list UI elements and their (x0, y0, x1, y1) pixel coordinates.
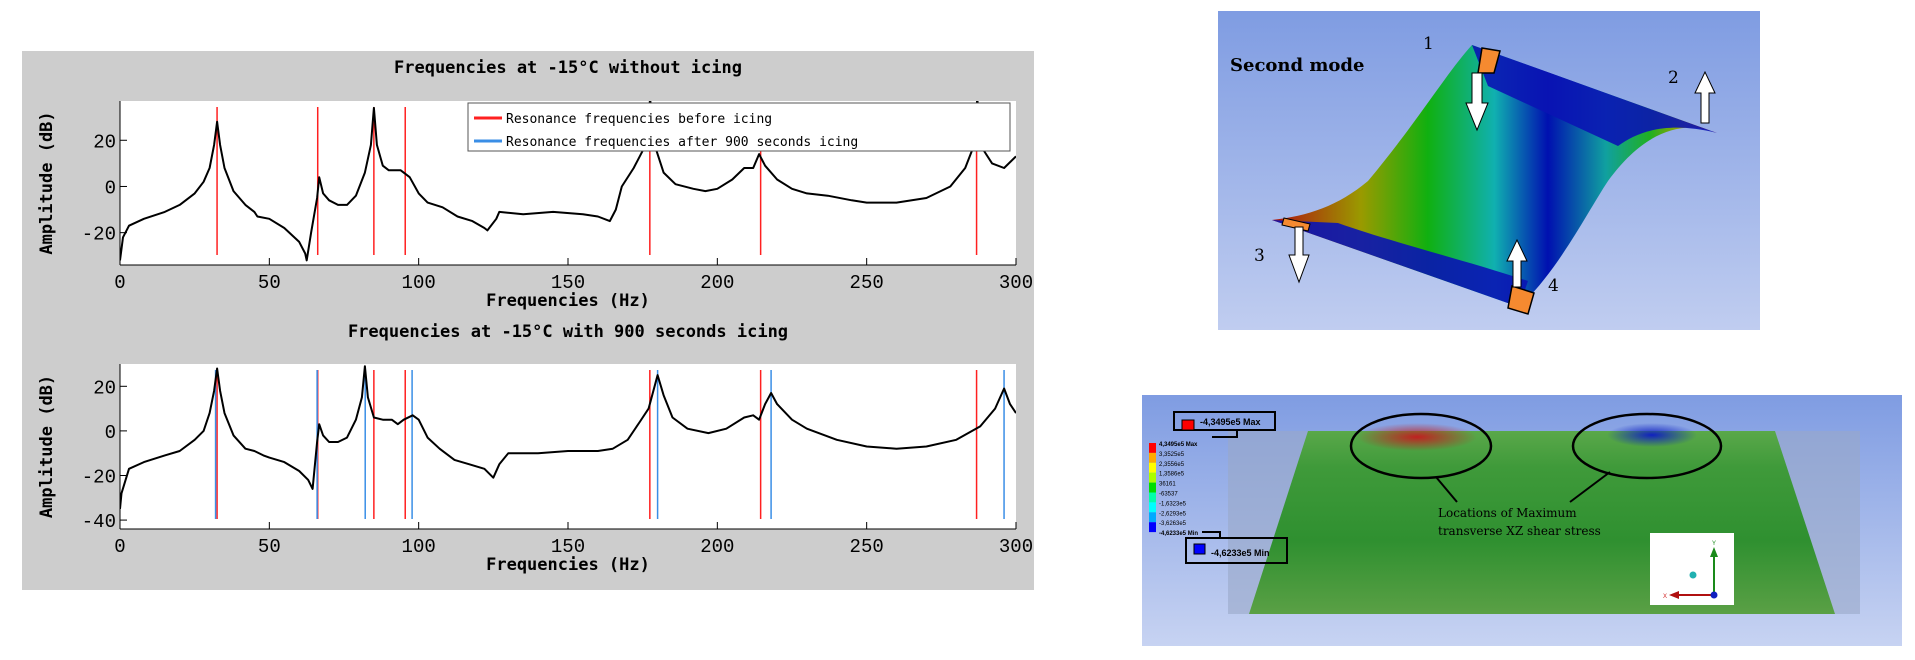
plot-content (120, 365, 1016, 519)
x-tick-label: 0 (114, 536, 125, 558)
color-scale-legend: 4,3495e5 Max 3,3525e5 2,3556e5 1,3586e5 3616… (1149, 442, 1198, 537)
max-stress-region (1357, 423, 1477, 451)
axis-triad: Y X (1650, 533, 1734, 605)
scale-label: 4,3495e5 Max (1159, 442, 1198, 448)
y-axis-label: Amplitude (dB) (37, 111, 57, 254)
plate-surface (1249, 431, 1835, 614)
y-tick-label: 20 (93, 377, 116, 399)
x-tick-label: 150 (551, 272, 585, 294)
shear-stress-figure: Locations of Maximum transverse XZ shear… (1142, 395, 1902, 646)
scale-label: -4,6233e5 Min (1159, 531, 1198, 537)
x-tick-label: 100 (402, 272, 436, 294)
x-axis-label: Frequencies (Hz) (486, 291, 650, 311)
support-pad-1 (1477, 47, 1501, 74)
annotation-line-1: Locations of Maximum (1438, 506, 1577, 520)
shear-stress-render: Locations of Maximum transverse XZ shear… (1149, 411, 1860, 614)
y-tick-label: 20 (93, 131, 116, 153)
mode-title: Second mode (1230, 55, 1364, 76)
plot-2: Frequencies at -15°C with 900 seconds ic… (37, 322, 1033, 575)
callout-leader (1212, 430, 1238, 438)
arrow-down-icon (1465, 72, 1489, 132)
legend-label: Resonance frequencies after 900 seconds … (506, 135, 858, 150)
y-tick-label: 0 (105, 177, 116, 199)
axis-x-label: X (1663, 594, 1667, 600)
min-color-swatch (1193, 543, 1206, 555)
scale-swatch (1149, 462, 1156, 473)
max-callout: -4,3495e5 Max (1200, 417, 1261, 427)
second-mode-figure: Second mode 1 2 3 4 (1218, 11, 1760, 330)
max-color-swatch (1181, 419, 1195, 431)
y-tick-label: 0 (105, 422, 116, 444)
arrow-up-icon (1694, 70, 1716, 124)
scale-swatch (1149, 472, 1156, 483)
amplitude-curve (120, 101, 1016, 262)
y-tick-label: -20 (82, 466, 116, 488)
corner-label-2: 2 (1668, 68, 1679, 88)
x-tick-label: 150 (551, 536, 585, 558)
frequency-plots-panel: Frequencies at -15°C without icing 0 50 100… (22, 51, 1034, 590)
scale-swatch (1149, 482, 1156, 493)
max-callout-box (1173, 411, 1276, 431)
amplitude-curve (120, 365, 1016, 509)
scale-swatch (1149, 522, 1156, 533)
axis-y-label: Y (1712, 541, 1716, 547)
plate-top-band (1472, 45, 1717, 146)
y-tick-label: -40 (82, 511, 116, 533)
scale-label: -63537 (1159, 492, 1178, 498)
plate-bottom-band (1272, 220, 1528, 307)
highlight-ellipse-left (1349, 412, 1493, 480)
x-tick-label: 300 (999, 272, 1033, 294)
x-tick-label: 200 (700, 536, 734, 558)
x-tick-label: 300 (999, 536, 1033, 558)
arrow-up-icon (1506, 238, 1528, 288)
legend: Resonance frequencies before icingResona… (467, 102, 1011, 152)
min-stress-region (1607, 423, 1697, 447)
scale-swatch (1149, 502, 1156, 513)
min-callout-box (1185, 537, 1288, 564)
scale-label: 1,3586e5 (1159, 472, 1185, 478)
legend-label: Resonance frequencies before icing (506, 112, 772, 127)
arrow-down-icon (1288, 226, 1310, 284)
y-tick-label: -20 (82, 224, 116, 246)
mode-shape-render: Second mode 1 2 3 4 (1230, 34, 1717, 315)
x-tick-label: 250 (850, 272, 884, 294)
scale-label: -3,6263e5 (1159, 521, 1187, 527)
corner-label-1: 1 (1423, 34, 1434, 54)
scale-swatch (1149, 492, 1156, 503)
chart-title: Frequencies at -15°C without icing (394, 58, 742, 78)
scale-swatch (1149, 512, 1156, 523)
plot-area (120, 364, 1016, 529)
support-pad-4 (1507, 285, 1535, 315)
scale-label: -2,6293e5 (1159, 511, 1187, 517)
corner-label-4: 4 (1548, 276, 1559, 296)
x-tick-label: 50 (258, 272, 281, 294)
plot-1: Frequencies at -15°C without icing 0 50 100… (37, 58, 1033, 311)
x-tick-label: 250 (850, 536, 884, 558)
min-callout: -4,6233e5 Min (1211, 548, 1270, 558)
plot-content (120, 101, 1016, 262)
x-tick-label: 50 (258, 536, 281, 558)
callout-leader (1202, 531, 1221, 538)
annotation-line-2: transverse XZ shear stress (1438, 524, 1601, 538)
corner-label-3: 3 (1254, 246, 1265, 266)
frequency-plots: Frequencies at -15°C without icing 0 50 100… (37, 58, 1033, 575)
chart-title: Frequencies at -15°C with 900 seconds ic… (348, 322, 788, 342)
scale-label: 3,3525e5 (1159, 452, 1185, 458)
x-axis-label: Frequencies (Hz) (486, 555, 650, 575)
annotation-leader (1435, 476, 1458, 503)
legend-box (467, 102, 1011, 152)
scale-swatch (1149, 443, 1156, 453)
x-tick-label: 100 (402, 536, 436, 558)
y-axis-label: Amplitude (dB) (37, 375, 57, 518)
scale-label: 36161 (1159, 482, 1176, 488)
annotation-leader (1569, 471, 1611, 503)
scale-label: 2,3556e5 (1159, 462, 1185, 468)
x-tick-label: 0 (114, 272, 125, 294)
scale-label: -1,6323e5 (1159, 501, 1187, 507)
scale-swatch (1149, 452, 1156, 463)
x-tick-label: 200 (700, 272, 734, 294)
highlight-ellipse-right (1571, 412, 1723, 480)
